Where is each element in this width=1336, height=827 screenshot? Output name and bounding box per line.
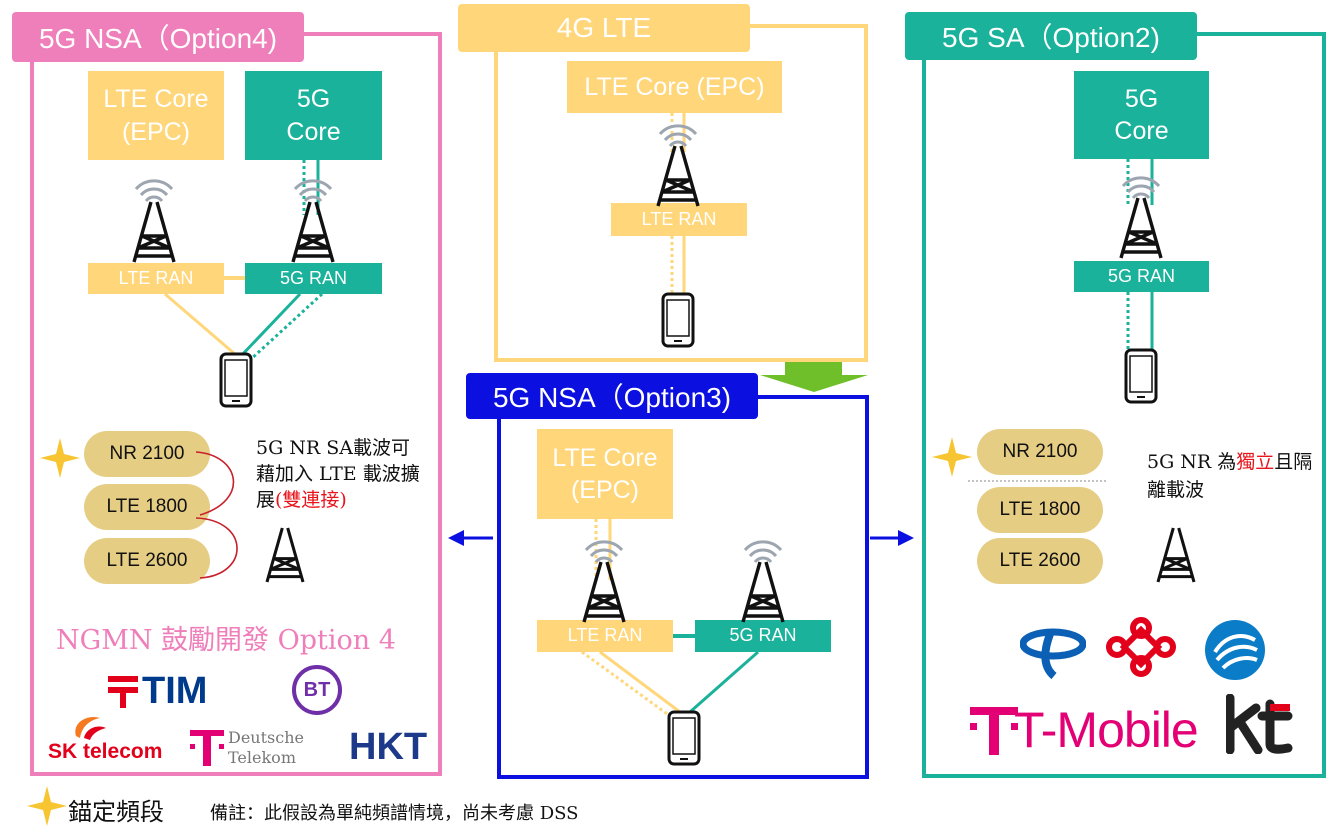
panel-title-sa-option2: 5G SA（Option2): [905, 12, 1197, 60]
arrow-down-icon: [760, 362, 868, 392]
tim-logo: TIM: [108, 669, 208, 712]
band-pill-nr2100: NR 2100: [977, 429, 1103, 475]
sa2-note-red: 獨立: [1236, 451, 1275, 473]
panel-title-4g-lte: 4G LTE: [458, 4, 750, 52]
sa2-note: 5G NR 為獨立且隔離載波: [1147, 448, 1317, 504]
panel-title-nsa-option3: 5G NSA（Option3): [466, 373, 758, 419]
lte-ran-box: LTE RAN: [537, 620, 673, 652]
band-pill-lte2600: LTE 2600: [84, 538, 210, 584]
t-mobile-logo-text: T-Mobile: [1014, 702, 1199, 758]
bt-logo-text: BT: [303, 678, 331, 701]
china-telecom-logo: [1020, 616, 1086, 680]
sa2-note-text-a: 5G NR 為: [1147, 451, 1237, 473]
sa2-note-text-b: 且隔離載波: [1147, 451, 1313, 501]
star-icon: [27, 786, 67, 826]
lte-ran-box: LTE RAN: [611, 203, 747, 236]
nsa4-note: 5G NR SA載波可藉加入 LTE 載波擴展(雙連接): [256, 435, 428, 513]
5g-ran-box: 5G RAN: [695, 620, 831, 652]
ngmn-caption: NGMN 鼓勵開發 Option 4: [56, 625, 396, 656]
tim-logo-text: TIM: [142, 669, 208, 712]
footer-remark: 備註：此假設為單純頻譜情境，尚未考慮 DSS: [210, 803, 579, 824]
lte-core-box: LTE Core (EPC): [537, 429, 673, 519]
nsa4-note-text: 5G NR SA載波可藉加入 LTE 載波擴展: [256, 437, 420, 511]
arrow-right-head: [898, 530, 914, 546]
sk-telecom-logo-text: SK telecom: [48, 740, 163, 763]
5g-ran-box: 5G RAN: [1074, 261, 1209, 292]
band-pill-lte1800: LTE 1800: [84, 484, 210, 530]
china-unicom-logo: [1103, 616, 1179, 678]
lte-core-box: LTE Core (EPC): [567, 61, 782, 113]
nsa4-note-red: (雙連接): [275, 489, 347, 511]
t-mobile-logo: T-Mobile: [970, 700, 1199, 760]
kt-logo: [1226, 694, 1294, 754]
panel-title-nsa-option4: 5G NSA（Option4): [12, 12, 304, 62]
arrow-left-head: [448, 530, 464, 546]
anchor-band-legend: 錨定頻段: [68, 798, 164, 826]
5g-core-box: 5G Core: [245, 71, 382, 160]
deutsche-telekom-logo: Deutsche Telekom: [190, 728, 310, 772]
band-pill-nr2100: NR 2100: [84, 431, 210, 477]
5g-ran-box: 5G RAN: [245, 263, 382, 294]
band-pill-lte1800: LTE 1800: [977, 487, 1103, 533]
bt-logo: BT: [292, 665, 342, 715]
china-mobile-logo: [1203, 618, 1267, 682]
5g-core-box: 5G Core: [1074, 71, 1209, 159]
lte-core-box: LTE Core (EPC): [88, 71, 224, 160]
band-pill-lte2600: LTE 2600: [977, 538, 1103, 584]
hkt-logo: HKT: [349, 726, 428, 768]
lte-ran-box: LTE RAN: [88, 263, 224, 294]
deutsche-telekom-logo-text: Deutsche Telekom: [228, 728, 304, 767]
sk-telecom-logo: SK telecom: [48, 712, 176, 770]
